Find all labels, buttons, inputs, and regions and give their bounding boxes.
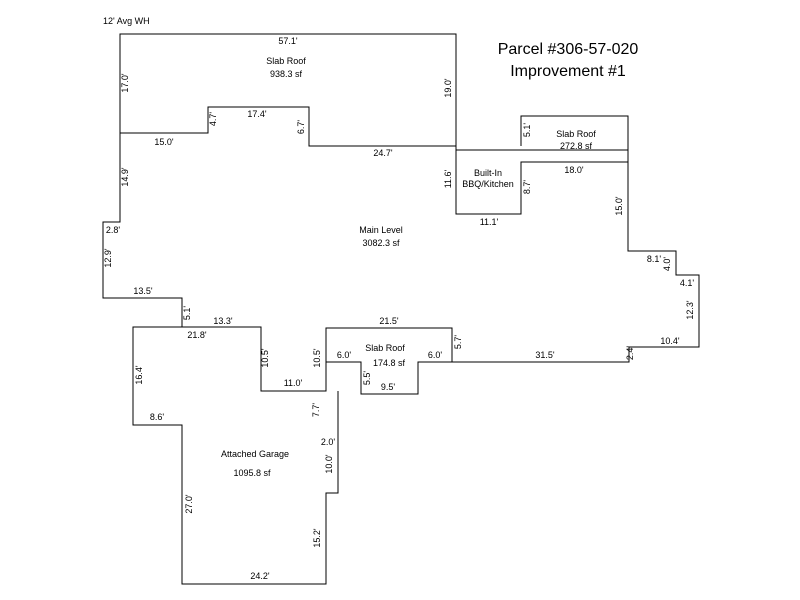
dimension-label: 5.7'	[453, 335, 463, 350]
dimension-label: 11.0'	[284, 378, 303, 388]
dimension-label: 6.7'	[296, 120, 306, 135]
slab-roof-right-outline	[520, 115, 629, 162]
garage-name: Attached Garage	[221, 449, 289, 459]
slab-roof-right-name: Slab Roof	[556, 129, 596, 139]
slab-roof-top-divider	[120, 106, 456, 147]
dimension-label: 17.4'	[247, 109, 267, 119]
dimension-label: 10.4'	[660, 336, 680, 346]
dimension-label: 8.6'	[150, 412, 165, 422]
wall-height-note: 12' Avg WH	[103, 16, 150, 26]
dimension-label: 14.9'	[120, 167, 130, 187]
dimension-label: 27.0'	[184, 494, 194, 514]
slab-roof-mid-area: 174.8 sf	[373, 358, 406, 368]
dimension-label: 2.8'	[106, 225, 121, 235]
dimension-label: 10.5'	[260, 348, 270, 368]
slab-roof-right-area: 272.8 sf	[560, 141, 593, 151]
dimension-label: 11.1'	[480, 217, 499, 227]
dimension-label: 10.0'	[324, 454, 334, 474]
dimension-label: 9.5'	[381, 382, 396, 392]
dimension-label: 2.4'	[625, 346, 635, 361]
dimension-label: 21.8'	[187, 330, 207, 340]
dimension-label: 13.3'	[213, 316, 233, 326]
dimension-label: 5.1'	[182, 306, 192, 321]
dimension-label: 5.1'	[522, 123, 532, 138]
dimension-label: 16.4'	[134, 365, 144, 385]
dimension-label: 13.5'	[133, 286, 153, 296]
dimension-label: 4.7'	[208, 112, 218, 127]
slab-roof-top-area: 938.3 sf	[270, 69, 303, 79]
dimension-label: 21.5'	[379, 316, 399, 326]
main-outline	[102, 33, 700, 395]
parcel-number: Parcel #306-57-020	[498, 41, 639, 58]
improvement-number: Improvement #1	[510, 63, 626, 80]
dimension-label: 15.2'	[312, 528, 322, 548]
dimension-label: 12.9'	[103, 248, 113, 268]
dimension-label: 6.0'	[428, 350, 443, 360]
main-level-area: 3082.3 sf	[362, 238, 400, 248]
garage-area: 1095.8 sf	[233, 468, 271, 478]
dimension-label: 5.5'	[362, 371, 372, 386]
main-level-name: Main Level	[359, 225, 403, 235]
garage-outline	[132, 326, 339, 585]
dimension-label: 4.1'	[680, 278, 695, 288]
dimension-label: 8.1'	[647, 254, 662, 264]
dimension-label: 11.6'	[443, 169, 453, 188]
dimension-label: 18.0'	[564, 165, 584, 175]
dimension-label: 2.0'	[321, 437, 336, 447]
bbq-kitchen-line2: BBQ/Kitchen	[462, 179, 514, 189]
dimension-label: 8.7'	[522, 180, 532, 195]
bbq-kitchen-line1: Built-In	[474, 168, 502, 178]
dimension-label: 10.5'	[312, 348, 322, 368]
dimension-label: 19.0'	[443, 78, 453, 98]
slab-roof-top-name: Slab Roof	[266, 56, 306, 66]
dimension-label: 7.7'	[311, 403, 321, 418]
dimension-label: 6.0'	[337, 350, 352, 360]
dimension-label: 57.1'	[278, 36, 298, 46]
slab-roof-mid-outline	[325, 327, 453, 362]
dimension-label: 15.0'	[154, 137, 174, 147]
bbq-kitchen-outline	[455, 146, 628, 215]
dimension-label: 4.0'	[662, 257, 672, 272]
slab-roof-mid-name: Slab Roof	[365, 343, 405, 353]
dimension-label: 24.7'	[373, 148, 393, 158]
dimension-label: 31.5'	[535, 350, 555, 360]
dimension-label: 24.2'	[250, 571, 270, 581]
dimension-label: 17.0'	[120, 73, 130, 93]
dimension-label: 15.0'	[614, 196, 624, 216]
dimension-label: 12.3'	[685, 300, 695, 320]
